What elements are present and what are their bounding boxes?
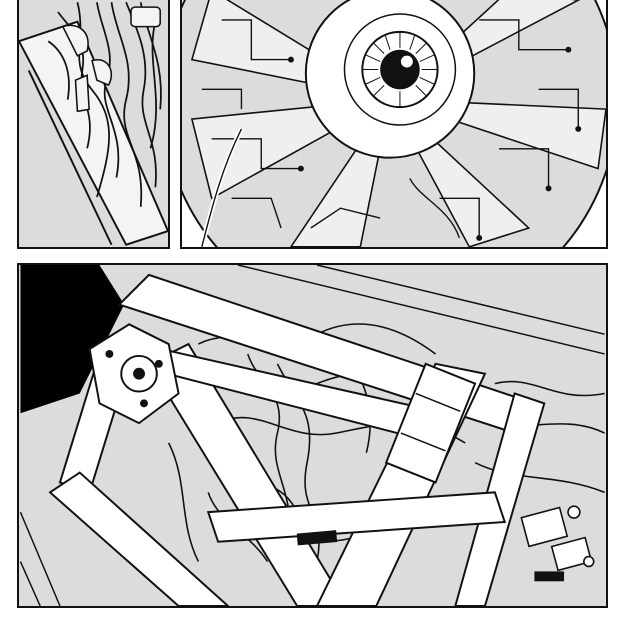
comic-panel-cables	[17, 0, 170, 249]
eye-illustration	[182, 0, 606, 247]
frame-illustration	[19, 265, 605, 606]
comic-panel-frame	[17, 263, 608, 608]
cables-illustration	[19, 1, 168, 246]
eyeball	[304, 0, 476, 159]
frame-hub	[88, 323, 180, 425]
comic-panel-eye	[180, 0, 608, 249]
